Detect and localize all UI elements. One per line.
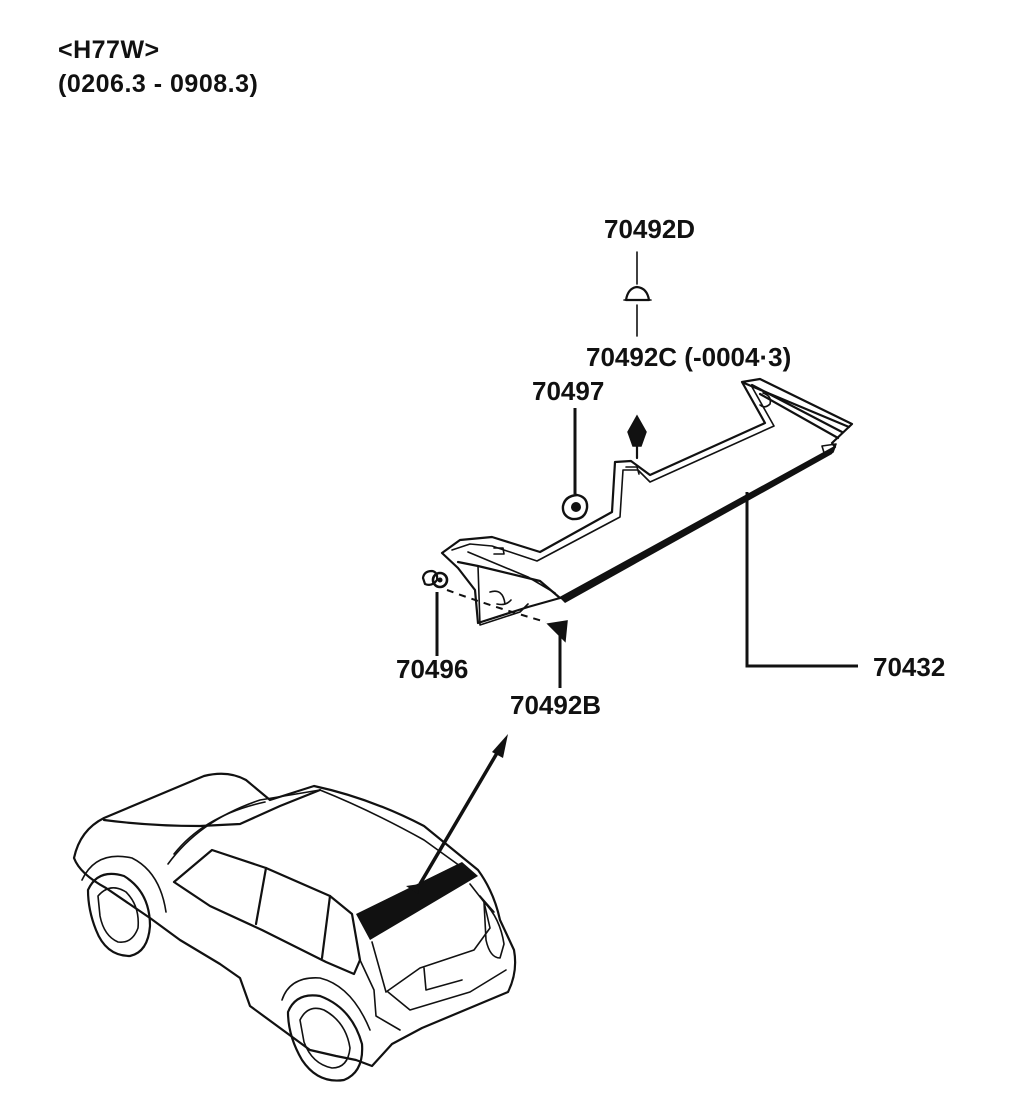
- grommet-70496: [421, 569, 449, 589]
- label-70497: 70497: [532, 376, 604, 406]
- label-70432: 70432: [873, 652, 945, 682]
- nut-70497: [561, 493, 589, 521]
- pointer-arrow: [418, 734, 508, 885]
- vehicle-illustration: [72, 772, 517, 1082]
- clip-70492C: [627, 414, 647, 460]
- spoiler-70432: [440, 377, 854, 626]
- date-range: (0206.3 - 0908.3): [58, 70, 259, 98]
- label-70496: 70496: [396, 654, 468, 684]
- leader-lines: [435, 251, 858, 688]
- label-70492B: 70492B: [510, 690, 601, 720]
- label-70492D: 70492D: [604, 214, 695, 244]
- screw-70492B: [546, 620, 568, 643]
- label-70492C: 70492C (-0004·3): [586, 342, 791, 372]
- cap-70492D: [623, 285, 652, 302]
- model-code: <H77W>: [58, 36, 160, 64]
